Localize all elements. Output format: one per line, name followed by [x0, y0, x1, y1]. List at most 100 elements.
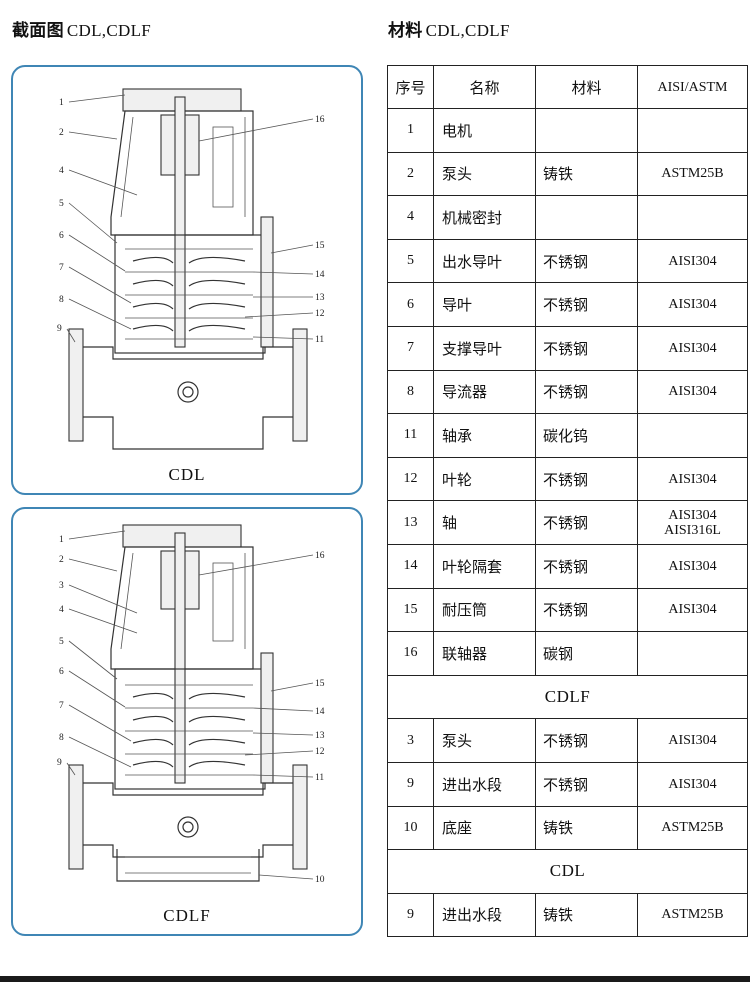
- cdl-callout-9: 9: [57, 324, 62, 334]
- cdlf-callout-4: 4: [59, 605, 64, 615]
- cell-material: 铸铁: [535, 805, 638, 851]
- cell-standard: AISI304: [637, 369, 748, 415]
- cdl-callout-4: 4: [59, 166, 64, 176]
- materials-heading-models: CDL,CDLF: [425, 21, 510, 40]
- cdl-diagram-label: CDL: [168, 465, 206, 484]
- cell-name: 联轴器: [433, 631, 536, 676]
- cdl-diagram-panel: 1 2 4 5 6 7 8 9 16 15 14 13 12 11 CDL: [11, 65, 363, 495]
- shaft: [174, 532, 186, 784]
- cdlf-diagram-label: CDLF: [163, 906, 211, 925]
- cell-material: 不锈钢: [535, 543, 638, 589]
- cdl-callout-16: 16: [315, 115, 325, 125]
- cell-material: 不锈钢: [535, 325, 638, 371]
- cdlf-callout-10: 10: [315, 875, 325, 885]
- cross-section-heading-zh: 截面图: [12, 21, 64, 41]
- cdl-callout-11: 11: [315, 335, 324, 345]
- cdlf-callout-16: 16: [315, 551, 325, 561]
- drain-plug: [177, 381, 199, 403]
- section-title-cdl: CDL: [387, 849, 748, 894]
- section-row-cdl: CDL: [387, 849, 748, 894]
- cdlf-callout-13: 13: [315, 731, 325, 741]
- cell-name: 泵头: [433, 151, 536, 197]
- cdlf-callout-14: 14: [315, 707, 325, 717]
- cell-standard: ASTM25B: [637, 892, 748, 938]
- cdlf-callout-1: 1: [59, 535, 64, 545]
- cdl-cross-section-drawing: 1 2 4 5 6 7 8 9 16 15 14 13 12 11: [57, 88, 325, 450]
- cell-no: 13: [387, 500, 434, 545]
- cell-name: 电机: [433, 108, 536, 153]
- cell-name: 泵头: [433, 718, 536, 763]
- cell-no: 7: [387, 325, 434, 371]
- cell-no: 12: [387, 456, 434, 502]
- cdlf-diagram-panel: 1 2 3 4 5 6 7 8 9 16 15 14 13 12 11 10 C…: [11, 507, 363, 936]
- cell-no: 4: [387, 195, 434, 240]
- cell-standard: AISI304: [637, 325, 748, 371]
- materials-heading-zh: 材料: [388, 21, 423, 41]
- cdlf-callout-9: 9: [57, 758, 62, 768]
- outer-sleeve: [114, 668, 266, 790]
- cell-name: 导叶: [433, 282, 536, 327]
- impeller-stages: [125, 248, 253, 340]
- cell-no: 3: [387, 718, 434, 763]
- cdl-callout-12: 12: [315, 309, 325, 319]
- cell-name: 底座: [433, 805, 536, 851]
- cell-name: 出水导叶: [433, 238, 536, 284]
- cell-name: 导流器: [433, 369, 536, 415]
- cell-standard: [637, 195, 748, 240]
- cell-no: 15: [387, 587, 434, 633]
- cell-material: 碳钢: [535, 631, 638, 676]
- cell-material: 不锈钢: [535, 282, 638, 327]
- cell-material: [535, 195, 638, 240]
- cdl-callout-6: 6: [59, 231, 64, 241]
- cdlf-callout-2: 2: [59, 555, 64, 565]
- cdlf-callout-7: 7: [59, 701, 64, 711]
- cdlf-callout-11: 11: [315, 773, 324, 783]
- cell-no: 8: [387, 369, 434, 415]
- cell-material: 不锈钢: [535, 718, 638, 763]
- right-flange: [292, 328, 308, 442]
- cell-name: 耐压筒: [433, 587, 536, 633]
- cell-material: 铸铁: [535, 892, 638, 938]
- cell-name: 叶轮: [433, 456, 536, 502]
- cell-no: 1: [387, 108, 434, 153]
- cdlf-callouts: 1 2 3 4 5 6 7 8 9 16 15 14 13 12 11 10: [57, 530, 325, 885]
- inlet-outlet-section: [74, 346, 302, 450]
- cell-name: 支撑导叶: [433, 325, 536, 371]
- cell-no: 14: [387, 543, 434, 589]
- cell-no: 9: [387, 761, 434, 807]
- cell-standard: AISI304: [637, 282, 748, 327]
- header-name: 名称: [433, 65, 536, 109]
- header-standard: AISI/ASTM: [637, 65, 748, 109]
- cell-no: 9: [387, 892, 434, 938]
- cell-standard: ASTM25B: [637, 805, 748, 851]
- cdlf-cross-section-drawing: 1 2 3 4 5 6 7 8 9 16 15 14 13 12 11 10: [57, 524, 325, 885]
- cell-standard: AISI304: [637, 718, 748, 763]
- cell-name: 叶轮隔套: [433, 543, 536, 589]
- cell-name: 进出水段: [433, 761, 536, 807]
- cdlf-callout-5: 5: [59, 637, 64, 647]
- tie-bolt: [260, 216, 274, 348]
- cell-material: 不锈钢: [535, 761, 638, 807]
- cell-material: 碳化钨: [535, 413, 638, 458]
- cell-material: 铸铁: [535, 151, 638, 197]
- cell-standard: [637, 631, 748, 676]
- cell-standard: AISI304: [637, 543, 748, 589]
- cell-standard: ASTM25B: [637, 151, 748, 197]
- cell-name: 进出水段: [433, 892, 536, 938]
- cdlf-callout-12: 12: [315, 747, 325, 757]
- section-title-cdlf: CDLF: [387, 674, 748, 720]
